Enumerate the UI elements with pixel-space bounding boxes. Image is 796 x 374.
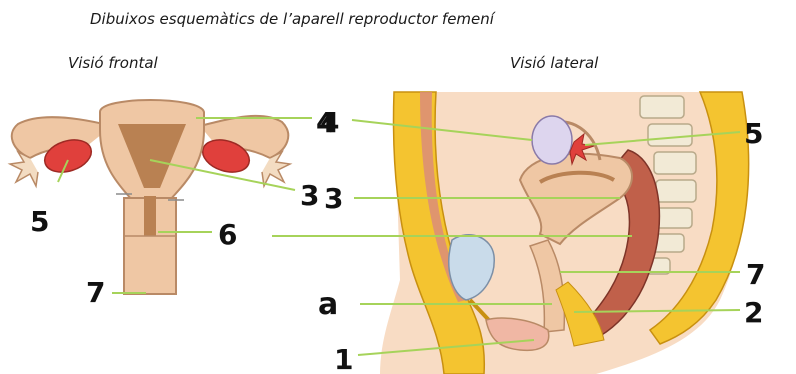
- ovary-lateral: [532, 116, 572, 164]
- frontal-view-illustration: [10, 100, 290, 294]
- lateral-label-4: 4: [320, 106, 339, 139]
- lateral-label-3: 3: [324, 182, 343, 215]
- lateral-label-7: 7: [746, 258, 765, 291]
- cervical-canal: [144, 196, 156, 236]
- lateral-label-a: a: [318, 287, 338, 322]
- frontal-label-5: 5: [30, 205, 49, 238]
- lateral-label-2: 2: [744, 296, 763, 329]
- lateral-label-1: 1: [334, 343, 353, 374]
- lateral-label-5: 5: [744, 117, 763, 150]
- frontal-label-7: 7: [86, 276, 105, 309]
- lateral-view-illustration: [380, 92, 749, 374]
- frontal-label-3: 3: [300, 179, 319, 212]
- frontal-label-6: 6: [218, 218, 237, 251]
- left-fimbriae: [10, 152, 38, 186]
